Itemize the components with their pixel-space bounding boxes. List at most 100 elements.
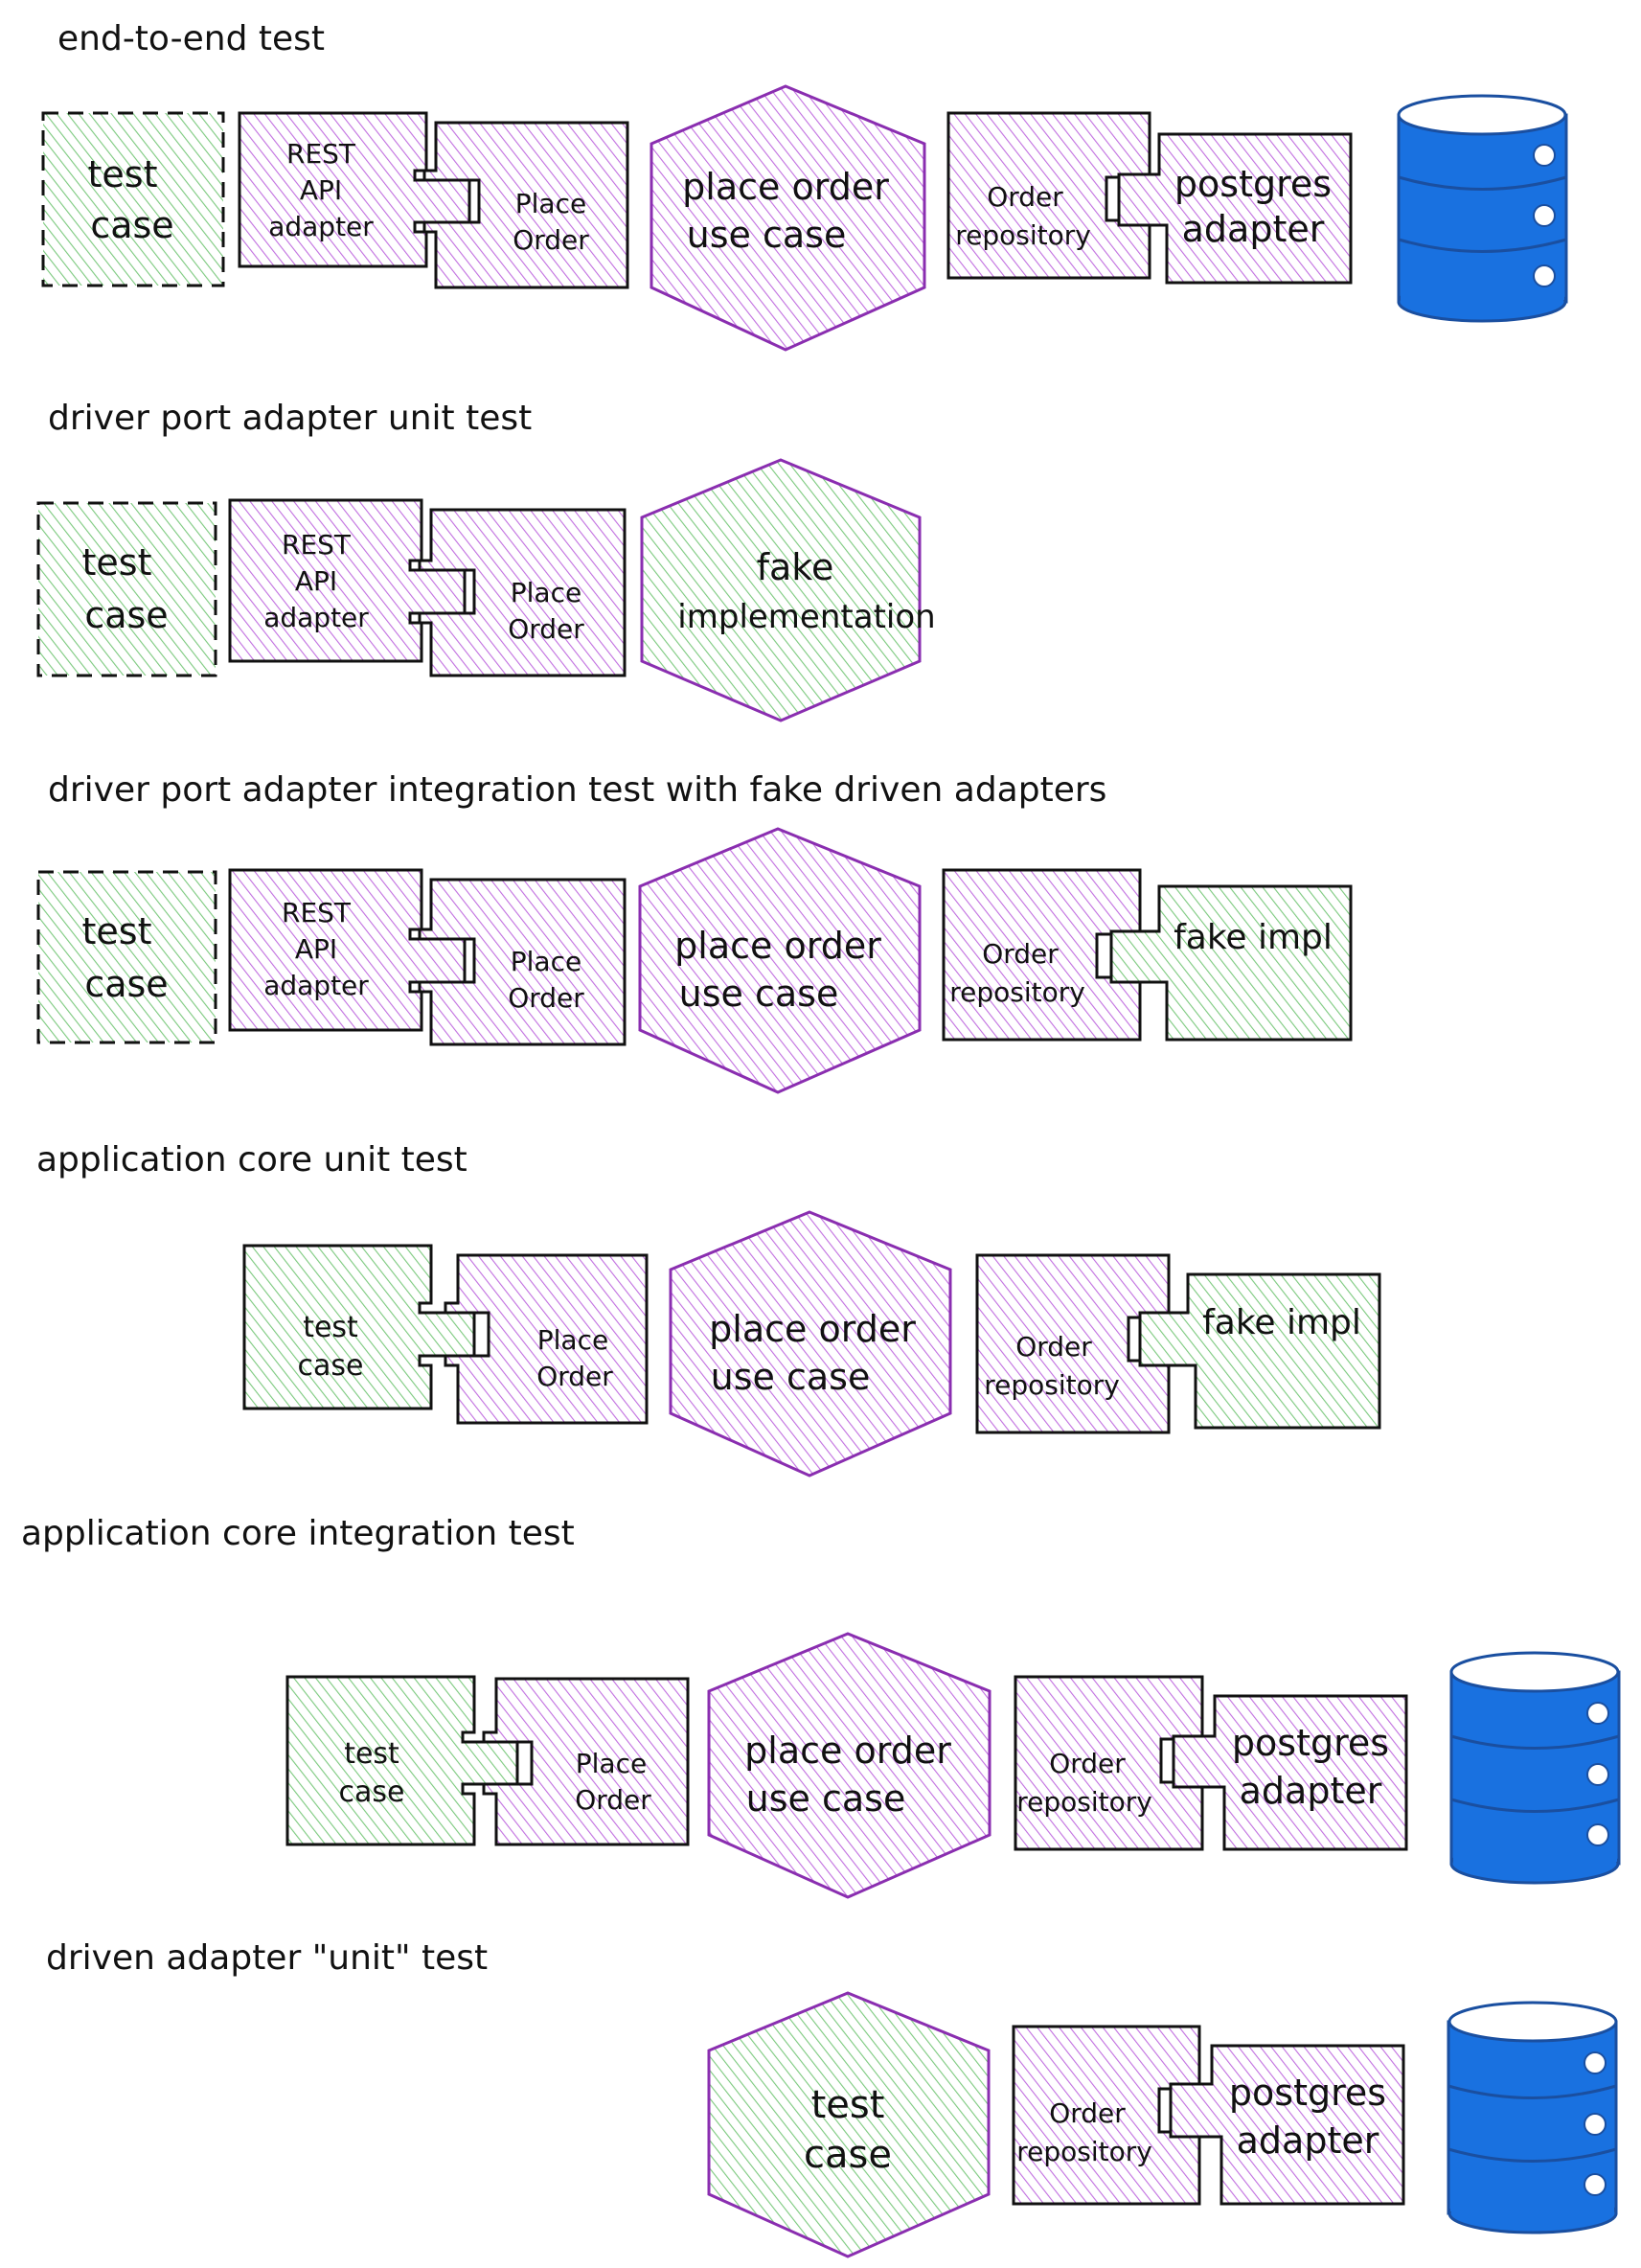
test-case-label-line2: case xyxy=(90,204,173,246)
use-case-label-line1: place order xyxy=(682,166,889,208)
place-label: Place xyxy=(511,946,581,977)
postgres-label: postgres xyxy=(1229,2072,1386,2114)
place-order-use-case-hexagon: place order use case xyxy=(650,84,926,352)
test-case-label-line2: case xyxy=(84,594,168,636)
place-order-port-box: Place Order xyxy=(418,508,627,677)
order-label: Order xyxy=(508,613,584,645)
order-repository-box: Order repository xyxy=(1014,1675,1204,1851)
repository-label: repository xyxy=(984,1369,1120,1401)
order-repository-box: Order repository xyxy=(1012,2025,1201,2206)
place-label: Place xyxy=(511,577,581,608)
rest-api-adapter-box: REST API adapter xyxy=(228,498,467,663)
fake-impl-label: fake impl xyxy=(1174,918,1333,957)
use-case-label-line1: place order xyxy=(744,1730,951,1772)
test-case-label-line2: case xyxy=(804,2133,892,2177)
fake-impl-box: fake impl xyxy=(1138,1272,1381,1430)
place-order-use-case-hexagon: place order use case xyxy=(707,1632,991,1899)
section-title: driven adapter "unit" test xyxy=(46,1938,488,1978)
use-case-label-line2: use case xyxy=(687,214,847,256)
rest-label: REST xyxy=(282,529,352,561)
repository-label: repository xyxy=(949,976,1085,1008)
repository-label: repository xyxy=(955,219,1091,251)
order-label: Order xyxy=(1049,2097,1126,2129)
test-case-label-line1: test xyxy=(344,1737,399,1771)
postgres-adapter-box: postgres adapter xyxy=(1117,132,1353,285)
place-order-use-case-hexagon: place order use case xyxy=(638,827,922,1094)
adapter-label: adapter xyxy=(1182,208,1325,250)
place-label: Place xyxy=(576,1748,647,1779)
section-application-core-unit-test: application core unit test test case Pla… xyxy=(36,1140,1381,1478)
use-case-label-line1: place order xyxy=(674,925,881,967)
implementation-label: implementation xyxy=(677,598,935,636)
place-order-port-box: Place Order xyxy=(418,878,627,1046)
order-label: Order xyxy=(982,938,1059,970)
place-order-port-box: Place Order xyxy=(422,121,629,289)
database-icon xyxy=(1449,1651,1621,1885)
repository-label: repository xyxy=(1016,1786,1152,1818)
postgres-adapter-box: postgres adapter xyxy=(1172,1694,1408,1851)
fake-implementation-hexagon: fake implementation xyxy=(640,458,936,722)
use-case-label-line2: use case xyxy=(679,973,839,1015)
order-repository-box: Order repository xyxy=(942,868,1142,1042)
order-label: Order xyxy=(508,982,584,1014)
order-label: Order xyxy=(513,224,589,256)
order-label: Order xyxy=(575,1784,651,1816)
database-icon xyxy=(1397,94,1568,323)
adapter-label: adapter xyxy=(1237,2119,1379,2162)
place-label: Place xyxy=(515,188,586,219)
order-repository-box: Order repository xyxy=(975,1253,1171,1434)
api-label: API xyxy=(295,565,337,597)
rest-api-adapter-box: REST API adapter xyxy=(238,111,471,268)
test-case-label-line1: test xyxy=(88,153,158,195)
section-driver-port-adapter-integration-test: driver port adapter integration test wit… xyxy=(36,770,1353,1094)
postgres-label: postgres xyxy=(1174,163,1332,205)
rest-label: REST xyxy=(282,897,352,928)
adapter-label: adapter xyxy=(268,211,374,242)
test-case-box: test case xyxy=(41,111,225,287)
use-case-label-line2: use case xyxy=(711,1356,871,1398)
order-label: Order xyxy=(536,1361,613,1392)
section-title: driver port adapter unit test xyxy=(48,399,532,438)
database-icon xyxy=(1447,2001,1618,2234)
test-case-label-line2: case xyxy=(339,1775,405,1809)
test-case-box: test case xyxy=(285,1675,519,1846)
test-case-label-line1: test xyxy=(811,2083,885,2127)
use-case-label-line1: place order xyxy=(709,1308,916,1350)
test-case-label-line1: test xyxy=(303,1311,358,1344)
place-order-use-case-hexagon: place order use case xyxy=(669,1210,952,1478)
postgres-label: postgres xyxy=(1232,1722,1389,1764)
test-case-box: test case xyxy=(36,870,217,1044)
api-label: API xyxy=(295,933,337,965)
order-label: Order xyxy=(1049,1748,1126,1779)
order-label: Order xyxy=(1015,1331,1092,1363)
order-repository-box: Order repository xyxy=(946,111,1151,280)
test-case-box: test case xyxy=(242,1244,476,1410)
repository-label: repository xyxy=(1016,2136,1152,2167)
fake-impl-box: fake impl xyxy=(1109,884,1353,1042)
place-label: Place xyxy=(537,1324,608,1356)
test-case-hexagon: test case xyxy=(707,1991,991,2258)
test-case-box: test case xyxy=(36,501,217,677)
section-title: driver port adapter integration test wit… xyxy=(48,770,1106,810)
place-order-port-box: Place Order xyxy=(444,1253,649,1425)
test-case-label-line2: case xyxy=(298,1349,364,1383)
test-case-label-line2: case xyxy=(84,963,168,1005)
order-label: Order xyxy=(987,181,1063,213)
adapter-label: adapter xyxy=(263,602,369,633)
use-case-label-line2: use case xyxy=(746,1777,906,1820)
section-end-to-end-test: end-to-end test test case REST API adapt… xyxy=(41,19,1568,352)
rest-api-adapter-box: REST API adapter xyxy=(228,868,467,1032)
api-label: API xyxy=(300,174,342,206)
test-case-label-line1: test xyxy=(82,910,152,952)
section-driver-port-adapter-unit-test: driver port adapter unit test test case … xyxy=(36,399,936,722)
section-title: application core integration test xyxy=(21,1514,575,1553)
rest-label: REST xyxy=(286,138,356,170)
place-order-port-box: Place Order xyxy=(482,1677,690,1846)
fake-label: fake xyxy=(757,546,834,588)
section-title: application core unit test xyxy=(36,1140,467,1180)
section-driven-adapter-unit-test: driven adapter "unit" test test case Ord… xyxy=(46,1938,1618,2258)
section-title: end-to-end test xyxy=(57,19,325,58)
adapter-label: adapter xyxy=(263,970,369,1001)
adapter-label: adapter xyxy=(1240,1770,1382,1812)
